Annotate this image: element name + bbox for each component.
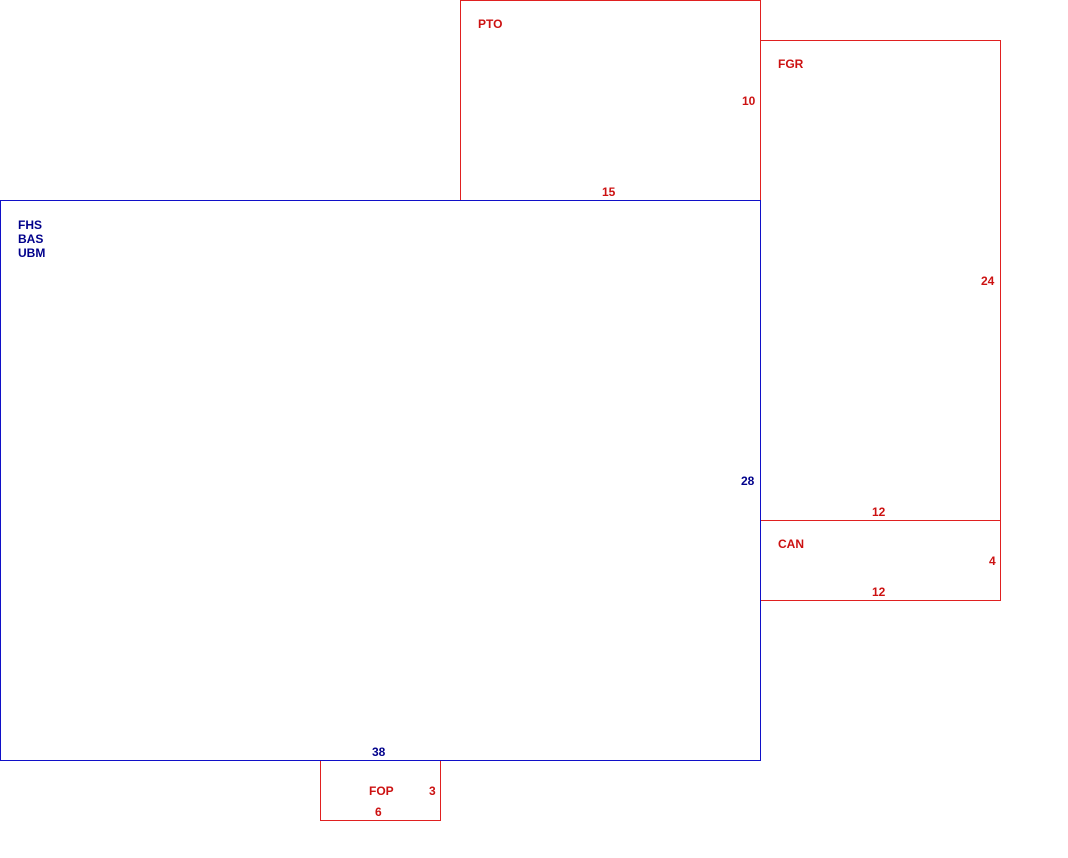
fop-code-label: FOP bbox=[369, 784, 394, 798]
can-code-label: CAN bbox=[778, 537, 804, 551]
main-width-label: 38 bbox=[372, 745, 386, 759]
main-code-fhs: FHS bbox=[18, 218, 42, 232]
main-depth-label: 28 bbox=[741, 474, 755, 488]
fgr-code-label: FGR bbox=[778, 57, 804, 71]
pto-width-label: 15 bbox=[602, 185, 616, 199]
fgr-width-label: 12 bbox=[872, 505, 886, 519]
main-code-labels: FHS BAS UBM bbox=[18, 218, 45, 260]
fop-width-label: 6 bbox=[375, 805, 382, 819]
can-width-label: 12 bbox=[872, 585, 886, 599]
fgr-depth-label: 24 bbox=[981, 274, 995, 288]
pto-section bbox=[460, 0, 761, 201]
pto-depth-label: 10 bbox=[742, 94, 756, 108]
can-depth-label: 4 bbox=[989, 554, 996, 568]
main-code-bas: BAS bbox=[18, 232, 44, 246]
pto-code-label: PTO bbox=[478, 17, 503, 31]
fop-depth-label: 3 bbox=[429, 784, 436, 798]
main-code-ubm: UBM bbox=[18, 246, 46, 260]
main-section bbox=[0, 200, 761, 761]
fgr-section bbox=[760, 40, 1001, 521]
